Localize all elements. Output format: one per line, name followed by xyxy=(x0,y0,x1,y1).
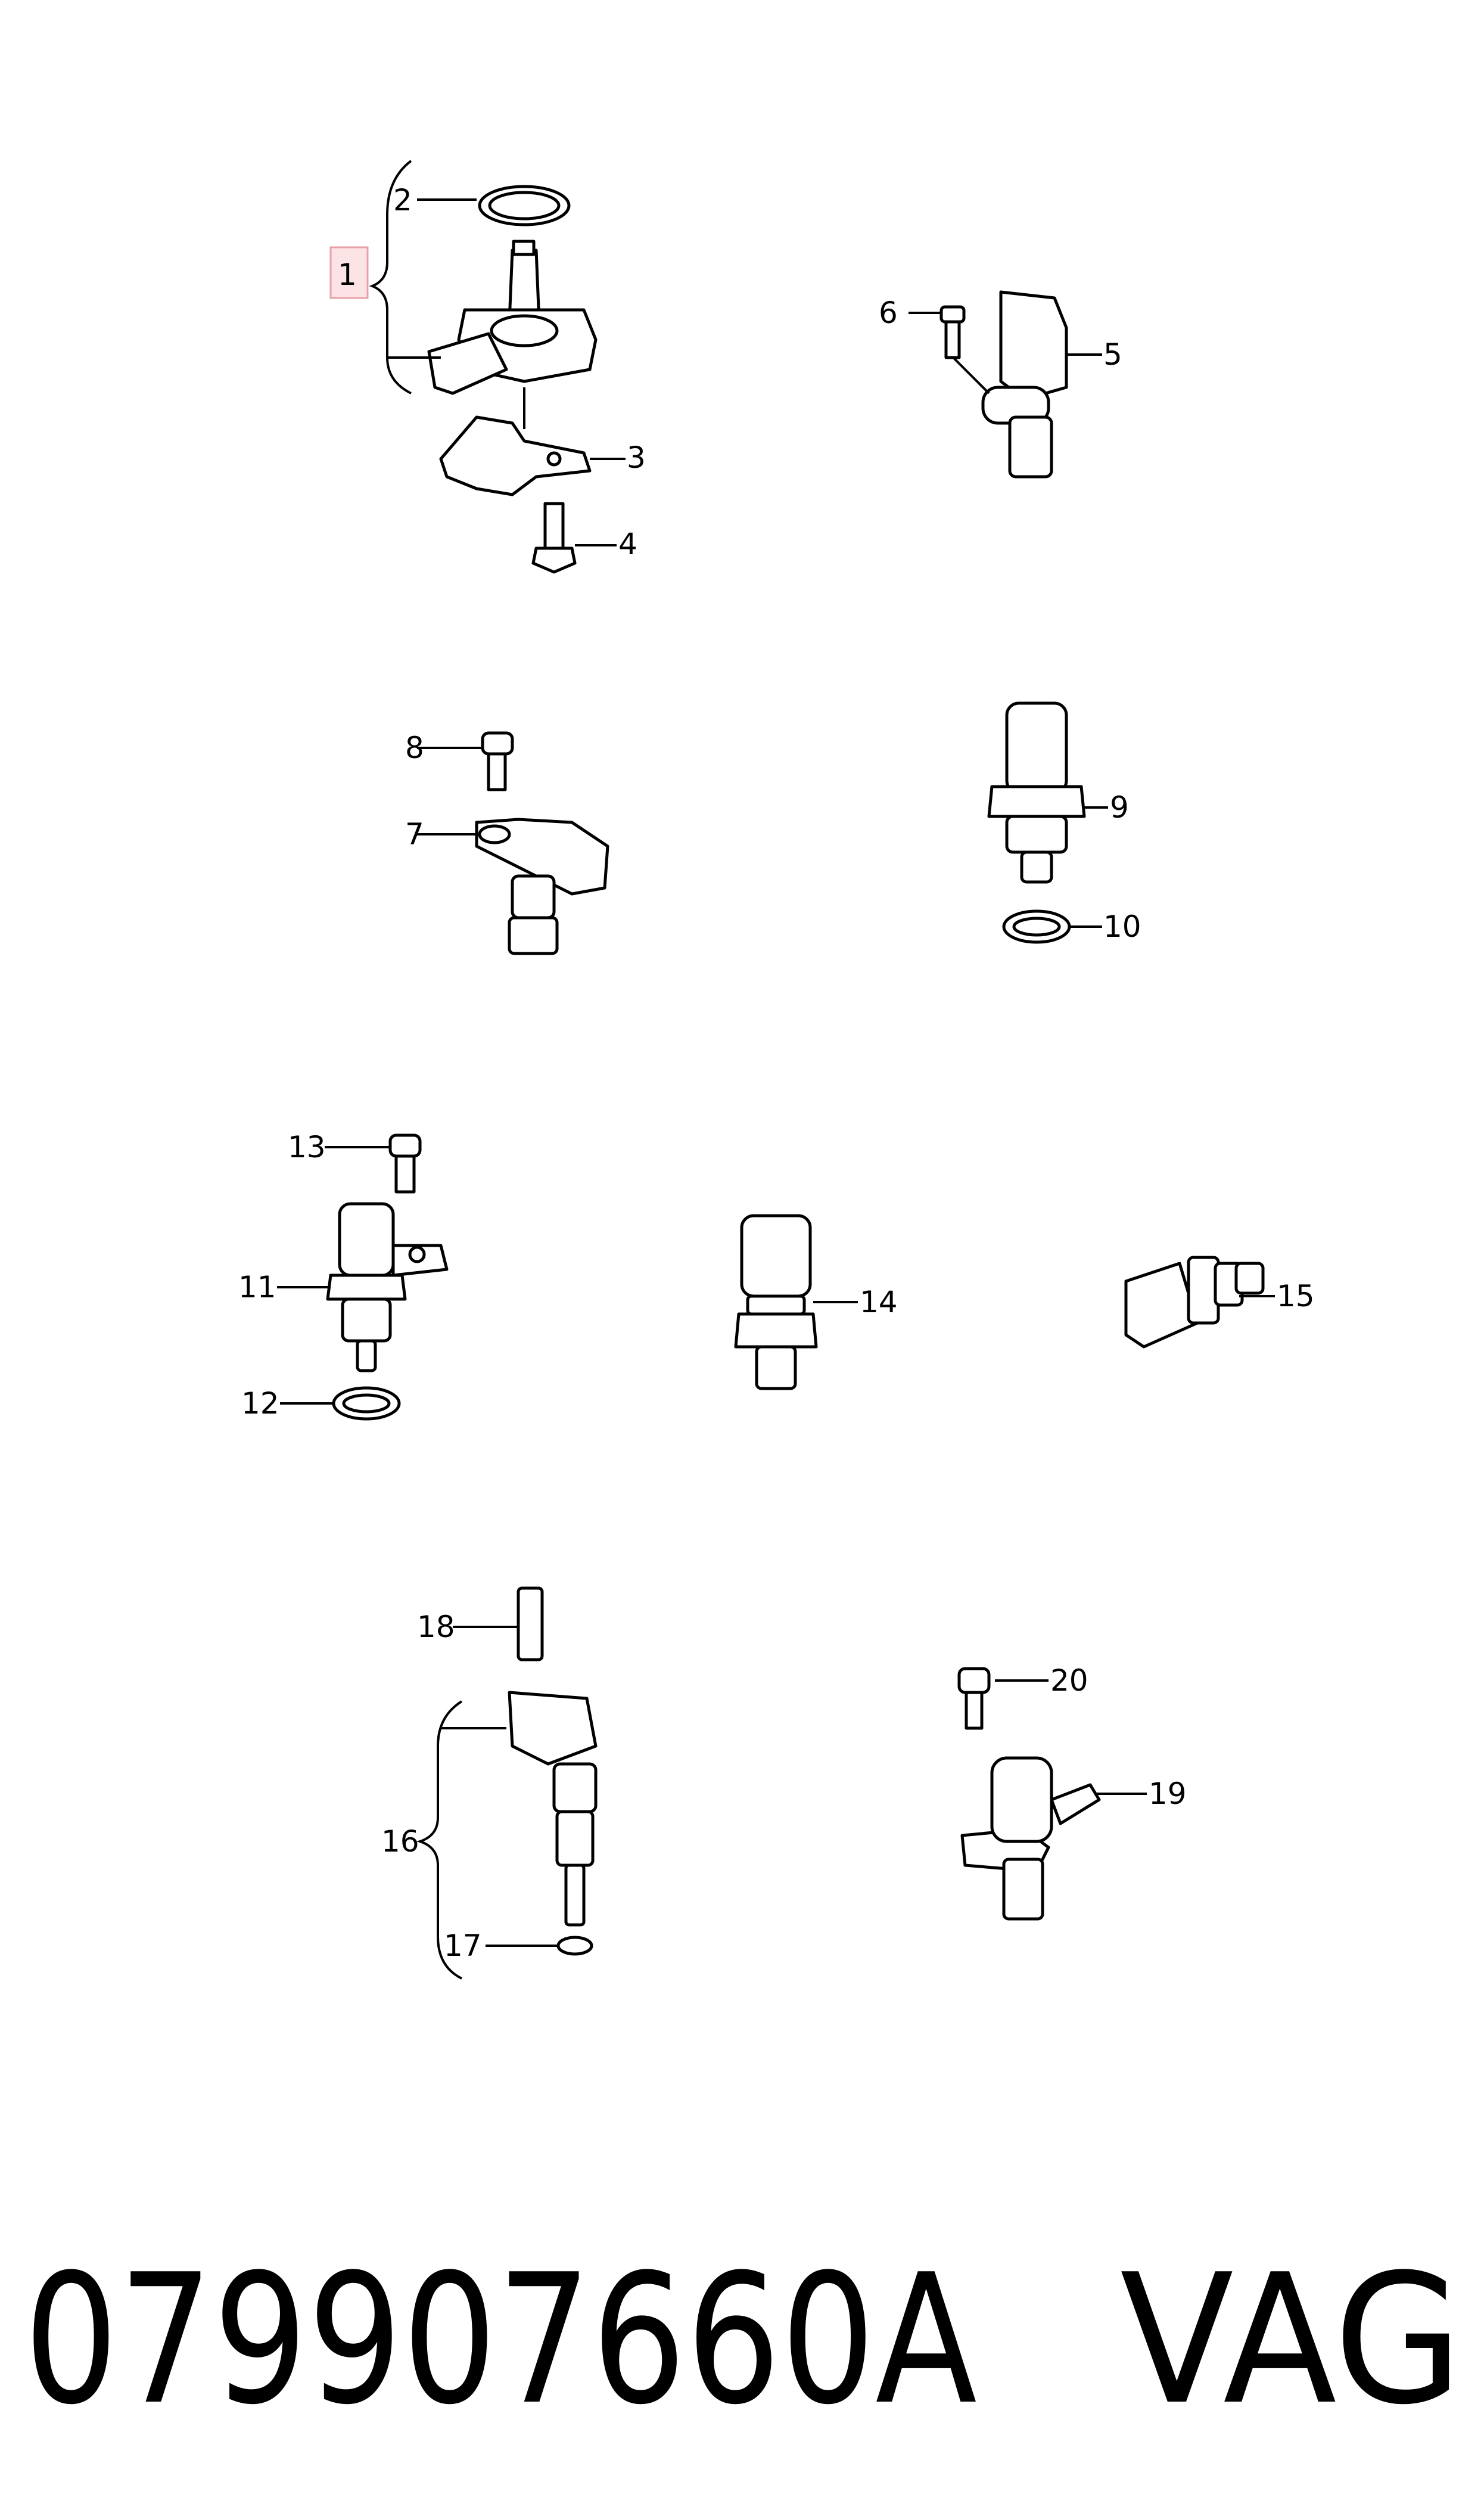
sensor-11 xyxy=(338,1202,395,1277)
part-group-16-17-18 xyxy=(416,1586,598,1980)
bolt-6 xyxy=(944,320,961,359)
callout-4: 4 xyxy=(618,527,637,561)
temp-sensor-9 xyxy=(1005,701,1068,794)
callout-7: 7 xyxy=(405,817,424,852)
callout-1: 1 xyxy=(338,257,357,292)
callout-11: 11 xyxy=(238,1270,276,1304)
callout-10: 10 xyxy=(1103,909,1141,944)
callout-20: 20 xyxy=(1050,1663,1088,1698)
brand-name: VAG xyxy=(1120,2236,1463,2444)
part-group-11-12-13 xyxy=(277,1133,449,1421)
callout-15: 15 xyxy=(1277,1279,1315,1313)
callout-5: 5 xyxy=(1103,337,1122,372)
callout-18: 18 xyxy=(417,1610,455,1644)
bolt-18 xyxy=(517,1586,544,1661)
bolt-20 xyxy=(965,1691,984,1730)
part-group-14 xyxy=(734,1214,858,1390)
callout-9: 9 xyxy=(1110,790,1129,825)
callout-14: 14 xyxy=(860,1285,898,1319)
callout-1-highlight xyxy=(329,246,369,299)
pressure-switch-14 xyxy=(740,1214,812,1298)
callout-6: 6 xyxy=(879,296,898,330)
o-ring-17 xyxy=(556,1936,593,1956)
part-group-9-10 xyxy=(987,701,1108,944)
bolt-8 xyxy=(487,752,507,791)
callout-13: 13 xyxy=(288,1130,326,1164)
callout-labels: 1 2 3 4 5 6 7 8 9 10 11 12 13 14 15 16 1… xyxy=(238,183,1315,1963)
bolt-4 xyxy=(543,502,565,550)
callout-12: 12 xyxy=(241,1386,279,1421)
part-group-15 xyxy=(1124,1256,1275,1349)
part-group-5-6 xyxy=(909,290,1102,479)
callout-3: 3 xyxy=(627,440,646,475)
callout-17: 17 xyxy=(444,1928,482,1963)
callout-8: 8 xyxy=(405,731,424,765)
part-group-7-8 xyxy=(417,731,609,955)
crank-sensor-5 xyxy=(999,290,1068,401)
sensor-15 xyxy=(1124,1262,1199,1349)
bolt-13 xyxy=(394,1154,416,1194)
part-number: 079907660A xyxy=(24,2236,978,2444)
bracket-3 xyxy=(439,415,592,496)
part-group-19-20 xyxy=(957,1667,1147,1921)
callout-19: 19 xyxy=(1149,1776,1187,1811)
sensor-16 xyxy=(508,1691,598,1766)
callout-16: 16 xyxy=(381,1824,419,1859)
part-group-1 xyxy=(369,160,626,574)
callout-2: 2 xyxy=(393,183,412,218)
